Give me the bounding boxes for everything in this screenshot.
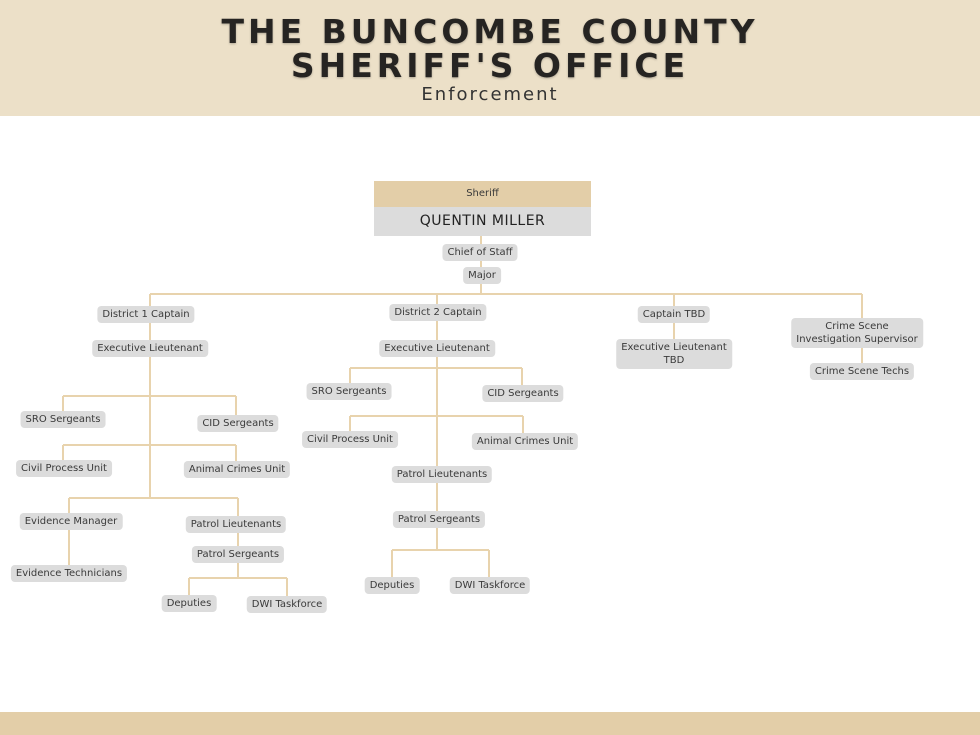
node-major[interactable]: Major — [463, 267, 501, 284]
sheriff-role-label: Sheriff — [374, 181, 591, 207]
sheriff-name: QUENTIN MILLER — [374, 207, 591, 236]
node-csi-techs[interactable]: Crime Scene Techs — [809, 363, 915, 380]
footer-bar — [0, 712, 980, 735]
node-d1-evidence-tech[interactable]: Evidence Technicians — [10, 565, 128, 582]
node-d1-dwi[interactable]: DWI Taskforce — [246, 596, 328, 613]
sheriff-node[interactable]: Sheriff QUENTIN MILLER — [374, 181, 591, 236]
subtitle: Enforcement — [421, 84, 559, 105]
node-d1-evidence-mgr[interactable]: Evidence Manager — [19, 513, 123, 530]
title-line-1: THE BUNCOMBE COUNTY — [221, 12, 759, 51]
node-d2-patrol-lt[interactable]: Patrol Lieutenants — [391, 466, 493, 483]
node-d1-patrol-sgt[interactable]: Patrol Sergeants — [191, 546, 285, 563]
csi-supervisor-line1: Crime Scene — [825, 321, 889, 332]
node-d1-civil[interactable]: Civil Process Unit — [16, 460, 112, 477]
node-d2-captain[interactable]: District 2 Captain — [389, 304, 487, 321]
node-csi-supervisor[interactable]: Crime Scene Investigation Supervisor — [791, 318, 923, 348]
header-banner: THE BUNCOMBE COUNTY SHERIFF'S OFFICE Enf… — [0, 0, 980, 116]
node-d1-exec-lt[interactable]: Executive Lieutenant — [92, 340, 208, 357]
node-d1-animal[interactable]: Animal Crimes Unit — [183, 461, 291, 478]
csi-supervisor-line2: Investigation Supervisor — [796, 334, 918, 345]
node-exec-lt-tbd[interactable]: Executive Lieutenant TBD — [616, 339, 732, 369]
node-d2-exec-lt[interactable]: Executive Lieutenant — [379, 340, 495, 357]
node-d1-patrol-lt[interactable]: Patrol Lieutenants — [185, 516, 287, 533]
node-d1-sro[interactable]: SRO Sergeants — [20, 411, 106, 428]
node-d2-dwi[interactable]: DWI Taskforce — [449, 577, 531, 594]
exec-lt-tbd-line1: Executive Lieutenant — [621, 342, 727, 353]
node-chief-of-staff[interactable]: Chief of Staff — [442, 244, 518, 261]
node-d2-animal[interactable]: Animal Crimes Unit — [471, 433, 579, 450]
title-line-2: SHERIFF'S OFFICE — [290, 46, 690, 85]
node-d2-sro[interactable]: SRO Sergeants — [306, 383, 392, 400]
node-d2-patrol-sgt[interactable]: Patrol Sergeants — [392, 511, 486, 528]
node-d2-civil[interactable]: Civil Process Unit — [302, 431, 398, 448]
node-d1-cid[interactable]: CID Sergeants — [197, 415, 279, 432]
exec-lt-tbd-line2: TBD — [663, 355, 685, 366]
node-d2-deputies[interactable]: Deputies — [364, 577, 420, 594]
node-d2-cid[interactable]: CID Sergeants — [482, 385, 564, 402]
node-d1-deputies[interactable]: Deputies — [161, 595, 217, 612]
node-captain-tbd[interactable]: Captain TBD — [637, 306, 711, 323]
node-d1-captain[interactable]: District 1 Captain — [97, 306, 195, 323]
